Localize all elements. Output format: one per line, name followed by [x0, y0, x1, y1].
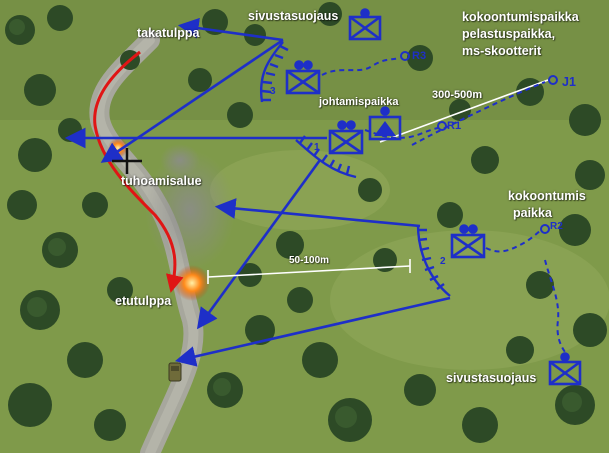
- rally-point-icon: [437, 121, 447, 131]
- label-etutulppa: etutulppa: [115, 294, 172, 308]
- label-tuhoamisalue: tuhoamisalue: [121, 174, 202, 188]
- range-line-far: [379, 79, 549, 143]
- marker-r1: R1: [447, 120, 462, 132]
- enemy-route: [93, 50, 184, 293]
- label-kokoontumis: kokoontumis: [508, 189, 586, 203]
- infantry-unit-icon: [285, 60, 321, 95]
- marker-r2: R2: [550, 221, 563, 232]
- rally-point-icon: [400, 51, 410, 61]
- marker-j1: J1: [562, 75, 576, 89]
- infantry-unit-icon: [328, 120, 364, 155]
- position-line-3: [259, 41, 289, 103]
- label-sivustasuojaus-bottom: sivustasuojaus: [446, 371, 537, 385]
- label-takatulppa: takatulppa: [137, 26, 200, 40]
- label-distance-far: 300-500m: [432, 89, 483, 101]
- label-paikka: paikka: [513, 206, 552, 220]
- label-distance-near: 50-100m: [289, 255, 330, 266]
- smoke-cloud: [145, 150, 235, 270]
- label-pelastuspaikka: pelastuspaikka,: [462, 27, 556, 41]
- position-line-1: [295, 135, 357, 179]
- label-ms-skootterit: ms-skootterit: [462, 44, 542, 58]
- arrow-icon: [64, 17, 451, 367]
- infantry-unit-icon: [548, 352, 582, 386]
- marker-r3: R3: [412, 50, 427, 62]
- label-kokoontumispaikka: kokoontumispaikka: [462, 10, 579, 24]
- marker-position-2: 2: [440, 256, 446, 267]
- label-sivustasuojaus-top: sivustasuojaus: [248, 9, 339, 23]
- label-johtamispaikka: johtamispaikka: [319, 96, 399, 108]
- command-post-icon: [368, 106, 402, 141]
- position-line-2: [416, 224, 451, 297]
- marker-position-1: 1: [314, 142, 320, 153]
- range-line-near: [207, 265, 411, 278]
- infantry-unit-icon: [348, 8, 382, 41]
- infantry-unit-icon: [450, 224, 486, 259]
- target-cross-icon: [112, 148, 142, 174]
- marker-position-3: 3: [270, 86, 276, 97]
- rally-point-icon: [548, 75, 558, 85]
- rally-point-icon: [540, 224, 550, 234]
- tree-icon: [5, 2, 607, 443]
- connector-dashed: [321, 57, 566, 353]
